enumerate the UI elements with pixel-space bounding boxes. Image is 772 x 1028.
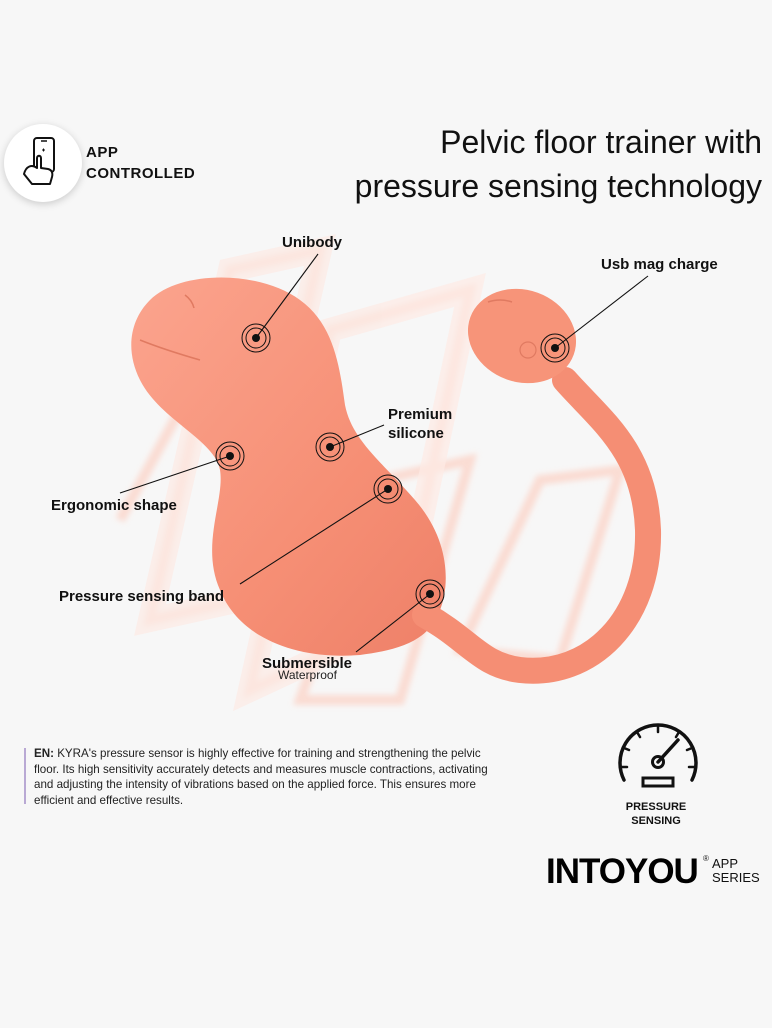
description: EN: KYRA's pressure sensor is highly eff…: [34, 746, 504, 808]
app-label-line1: APP: [86, 144, 119, 161]
gauge-icon: [618, 723, 698, 788]
feature-ergonomic: Ergonomic shape: [51, 497, 177, 514]
tail-cord: [412, 367, 662, 684]
app-controlled-badge: [4, 124, 82, 202]
feature-waterproof: Waterproof: [278, 668, 337, 682]
headline-line1: Pelvic floor trainer with: [440, 124, 762, 160]
feature-unibody: Unibody: [282, 234, 342, 251]
brand-app: APP: [712, 856, 739, 871]
headline-line2: pressure sensing technology: [354, 168, 762, 204]
app-label-line2: CONTROLLED: [86, 165, 196, 182]
marker-group: [215, 323, 570, 609]
brand-registered-mark: ®: [703, 854, 709, 863]
pressure-sensing-label: PRESSURE SENSING: [612, 800, 700, 828]
brand-app-series: APP SERIES: [712, 857, 760, 885]
description-text: KYRA's pressure sensor is highly effecti…: [34, 747, 488, 807]
feature-silicone: silicone: [388, 425, 444, 442]
brand-series: SERIES: [712, 870, 760, 885]
main-body-shape: [131, 277, 446, 656]
feature-pressure-band: Pressure sensing band: [59, 588, 225, 605]
description-accent-bar: [24, 748, 26, 804]
brand-logo: INTOYOU: [546, 852, 699, 891]
app-controlled-label: APP CONTROLLED: [86, 142, 195, 184]
description-prefix: EN:: [34, 747, 54, 760]
phone-touch-icon: [23, 137, 55, 185]
feature-submersible: Submersible: [262, 655, 353, 672]
feature-usb-charge: Usb mag charge: [601, 256, 718, 273]
pressure-label-line2: SENSING: [631, 815, 681, 827]
pressure-label-line1: PRESSURE: [625, 801, 687, 813]
usb-head-shape: [467, 288, 577, 384]
headline: Pelvic floor trainer with pressure sensi…: [242, 120, 762, 208]
feature-premium: Premium: [388, 406, 453, 423]
